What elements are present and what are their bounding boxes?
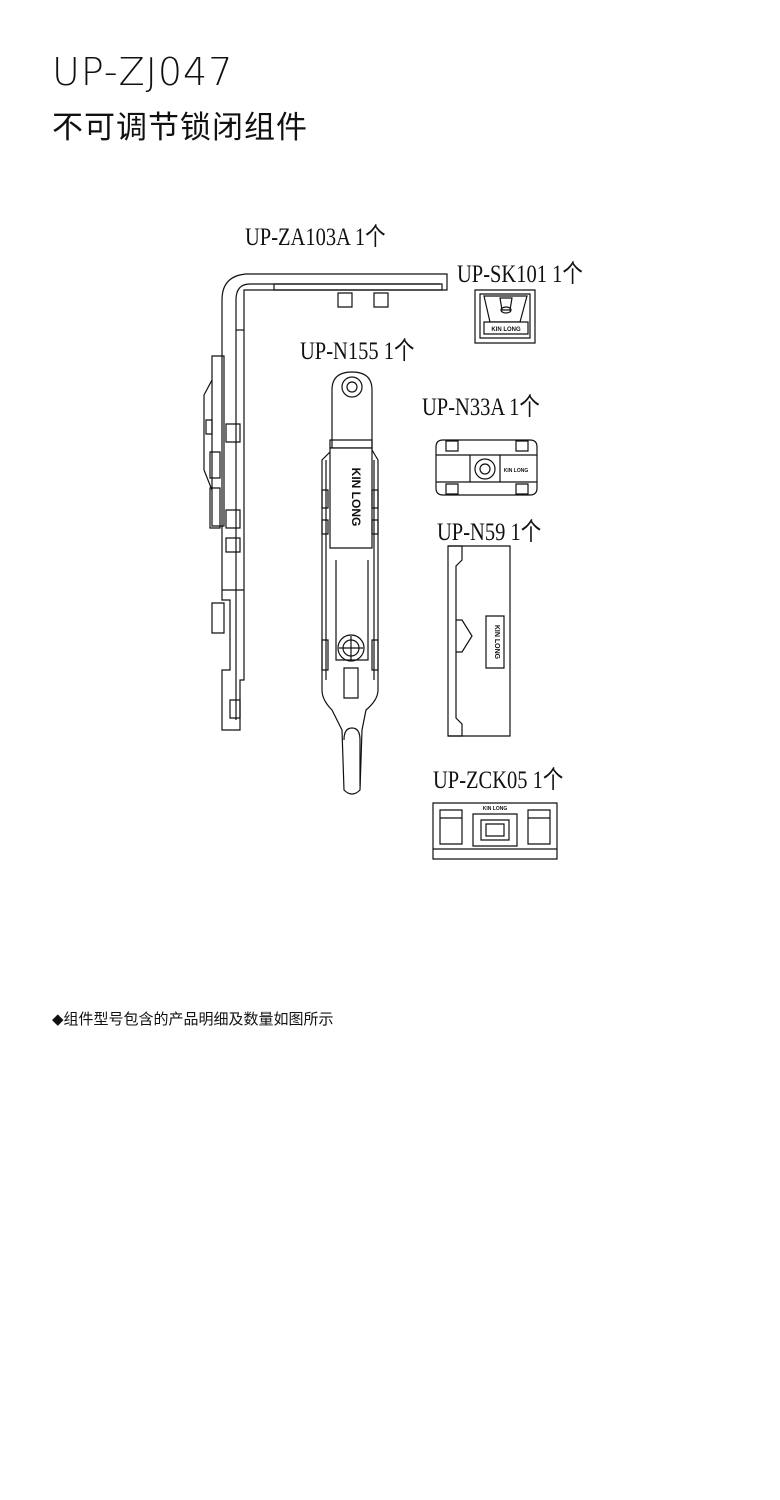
product-name-title: 不可调节锁闭组件 — [52, 110, 308, 146]
brand-mark-n155: KIN LONG — [349, 468, 363, 527]
part-label-zck05: UP-ZCK05 1个 — [433, 760, 563, 796]
part-qty: 1个 — [354, 224, 386, 251]
strike-block-sk101 — [475, 290, 535, 343]
part-qty: 1个 — [552, 261, 583, 288]
part-code: UP-N59 — [437, 519, 506, 546]
part-qty: 1个 — [383, 338, 415, 365]
brand-mark-n33a: KIN LONG — [504, 468, 529, 474]
brand-mark-n59: KIN LONG — [493, 625, 500, 660]
part-label-n155: UP-N155 1个 — [300, 331, 414, 367]
corner-drive-za103a — [204, 274, 447, 730]
part-code: UP-N33A — [422, 394, 505, 421]
keeper-n33a — [436, 440, 537, 495]
component-note-text: 组件型号包含的产品明细及数量如图所示 — [63, 1010, 334, 1028]
part-qty: 1个 — [509, 394, 540, 421]
product-model-title: UP-ZJ047 — [52, 50, 234, 94]
part-code: UP-N155 — [300, 338, 379, 365]
part-code: UP-ZA103A — [245, 224, 350, 251]
brand-mark-zck05: KIN LONG — [483, 806, 508, 812]
keeper-n59 — [448, 546, 510, 736]
part-code: UP-ZCK05 — [433, 767, 528, 794]
part-qty: 1个 — [510, 519, 542, 546]
part-label-n33a: UP-N33A 1个 — [422, 387, 540, 423]
diamond-bullet-icon: ◆ — [52, 1010, 64, 1028]
part-label-n59: UP-N59 1个 — [437, 512, 541, 548]
component-note: ◆组件型号包含的产品明细及数量如图所示 — [52, 1008, 334, 1029]
part-qty: 1个 — [532, 767, 564, 794]
housing-zck05 — [433, 803, 557, 859]
brand-mark-sk101: KIN LONG — [491, 327, 521, 333]
locking-cam-n155 — [322, 372, 378, 794]
part-label-sk101: UP-SK101 1个 — [457, 254, 583, 290]
part-label-za103a: UP-ZA103A 1个 — [245, 217, 386, 253]
part-code: UP-SK101 — [457, 261, 547, 288]
